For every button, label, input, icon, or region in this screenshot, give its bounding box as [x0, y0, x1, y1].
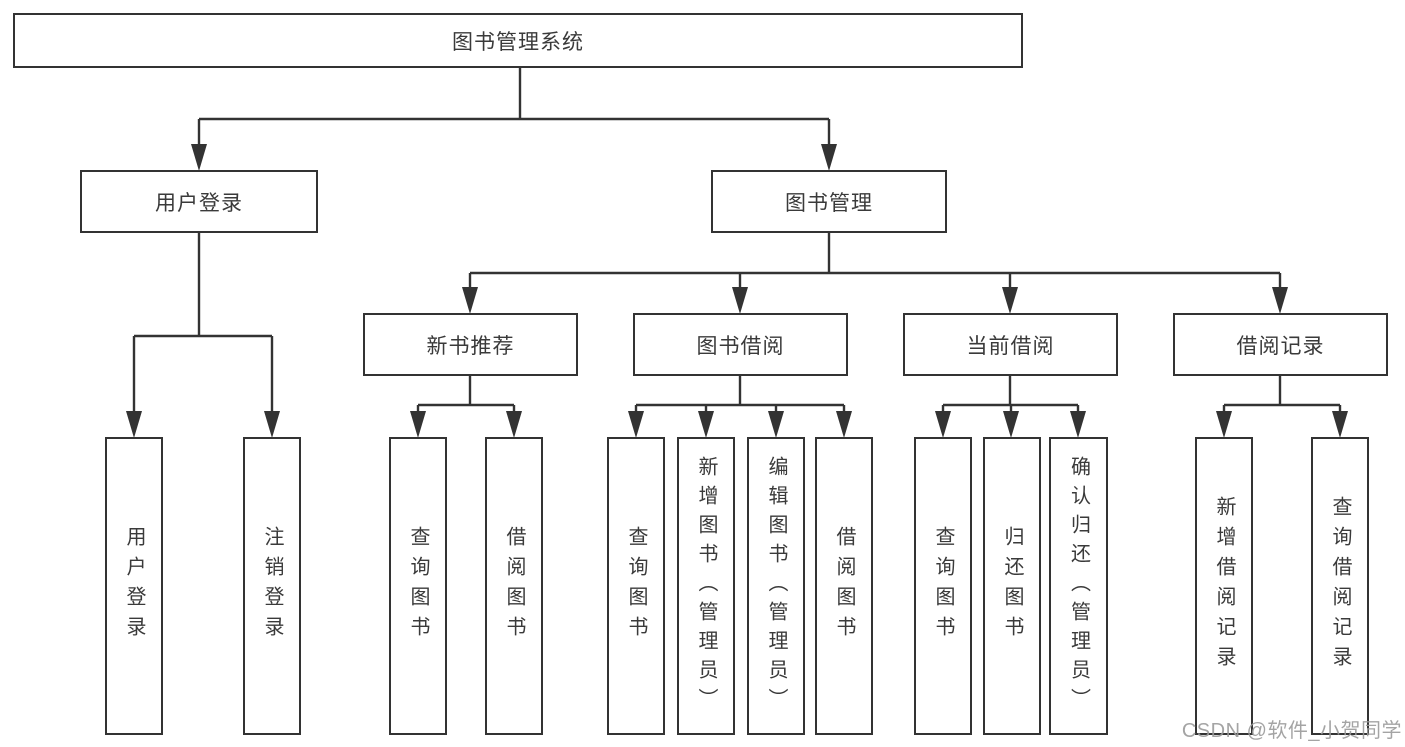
node-current-borrowing: 当前借阅 — [903, 313, 1118, 376]
leaf-borrow-book-recommend: 借阅图书 — [485, 437, 543, 735]
leaf-logout-login: 注销登录 — [243, 437, 301, 735]
node-book-management-label: 图书管理 — [785, 191, 873, 215]
leaf-add-book-admin: 新增图书（管理员） — [677, 437, 735, 735]
node-book-borrowing-label: 图书借阅 — [696, 334, 785, 358]
leaf-query-book-borrowing-label: 查询图书 — [625, 526, 647, 646]
leaf-user-login-label: 用户登录 — [123, 526, 145, 646]
leaf-borrow-book-recommend-label: 借阅图书 — [503, 526, 525, 646]
leaf-return-book: 归还图书 — [983, 437, 1041, 735]
node-book-borrowing: 图书借阅 — [633, 313, 848, 376]
node-borrow-records: 借阅记录 — [1173, 313, 1388, 376]
csdn-watermark: CSDN @软件_小贺同学 — [1181, 720, 1402, 742]
leaf-query-book-current-label: 查询图书 — [932, 526, 954, 646]
leaf-query-borrow-record-label: 查询借阅记录 — [1329, 496, 1351, 676]
leaf-add-borrow-record-label: 新增借阅记录 — [1213, 496, 1235, 676]
node-new-book-recommend-label: 新书推荐 — [426, 334, 515, 358]
leaf-query-book-recommend-label: 查询图书 — [407, 526, 429, 646]
leaf-edit-book-admin-label: 编辑图书（管理员） — [765, 455, 787, 717]
node-book-management: 图书管理 — [711, 170, 947, 233]
leaf-return-book-label: 归还图书 — [1001, 526, 1023, 646]
leaf-add-book-admin-label: 新增图书（管理员） — [695, 455, 717, 717]
leaf-logout-login-label: 注销登录 — [261, 526, 283, 646]
node-library-system-label: 图书管理系统 — [452, 30, 584, 54]
node-new-book-recommend: 新书推荐 — [363, 313, 578, 376]
leaf-borrow-book-label: 借阅图书 — [833, 526, 855, 646]
node-user-login-label: 用户登录 — [155, 191, 243, 215]
leaf-query-book-borrowing: 查询图书 — [607, 437, 665, 735]
leaf-query-book-recommend: 查询图书 — [389, 437, 447, 735]
leaf-add-borrow-record: 新增借阅记录 — [1195, 437, 1253, 735]
leaf-borrow-book: 借阅图书 — [815, 437, 873, 735]
node-current-borrowing-label: 当前借阅 — [966, 334, 1055, 358]
node-borrow-records-label: 借阅记录 — [1236, 334, 1325, 358]
leaf-confirm-return-admin: 确认归还（管理员） — [1049, 437, 1108, 735]
leaf-query-book-current: 查询图书 — [914, 437, 972, 735]
node-user-login: 用户登录 — [80, 170, 318, 233]
leaf-user-login: 用户登录 — [105, 437, 163, 735]
leaf-confirm-return-admin-label: 确认归还（管理员） — [1067, 455, 1090, 717]
leaf-query-borrow-record: 查询借阅记录 — [1311, 437, 1369, 735]
node-library-system: 图书管理系统 — [13, 13, 1023, 68]
leaf-edit-book-admin: 编辑图书（管理员） — [747, 437, 805, 735]
